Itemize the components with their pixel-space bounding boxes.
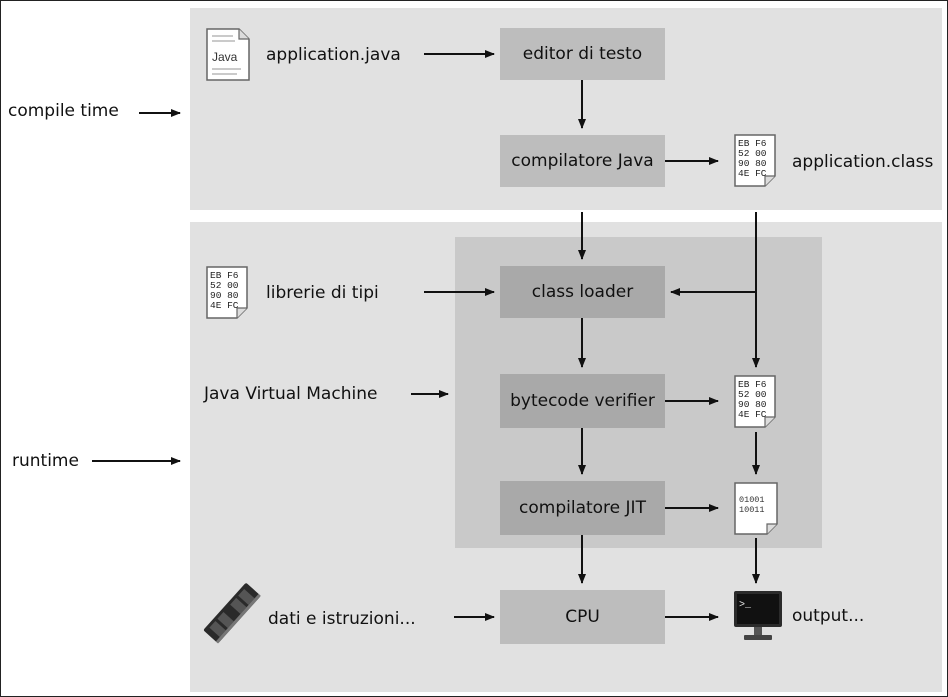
svg-text:EB F6 52 00 90 80: EB F6 52 00 90 80 4E FC	[210, 270, 244, 311]
library-file-icon: EB F6 52 00 90 80 4E FC	[206, 266, 248, 319]
compiler-box: compilatore Java	[500, 135, 665, 187]
class-file-icon: EB F6 52 00 90 80 4E FC	[734, 134, 776, 187]
java-icon-text: Java	[212, 50, 238, 64]
jvm-label: Java Virtual Machine	[204, 384, 378, 404]
data-label: dati e istruzioni...	[268, 609, 416, 629]
compile-time-label: compile time	[8, 101, 119, 121]
cpu-box: CPU	[500, 590, 665, 644]
svg-text:01001 10011: 01001 10011	[739, 495, 770, 515]
source-file-label: application.java	[266, 45, 401, 65]
libraries-label: librerie di tipi	[266, 283, 379, 303]
svg-text:EB F6 52 00 90 80: EB F6 52 00 90 80 4E FC	[738, 138, 772, 179]
runtime-label: runtime	[12, 451, 79, 471]
verified-bytecode-icon: EB F6 52 00 90 80 4E FC	[734, 375, 776, 428]
class-file-label: application.class	[792, 152, 934, 172]
bytecode-verifier-box: bytecode verifier	[500, 374, 665, 428]
editor-box: editor di testo	[500, 28, 665, 80]
output-label: output...	[792, 606, 865, 626]
jit-compiler-box: compilatore JIT	[500, 481, 665, 535]
svg-text:EB F6 52 00 90 80: EB F6 52 00 90 80 4E FC	[738, 379, 772, 420]
svg-text:>_: >_	[739, 600, 752, 611]
binary-file-icon: 01001 10011	[734, 482, 778, 535]
java-file-icon: Java	[206, 28, 250, 81]
memory-module-icon	[203, 583, 261, 644]
class-loader-box: class loader	[500, 266, 665, 318]
terminal-monitor-icon: >_	[734, 591, 782, 640]
